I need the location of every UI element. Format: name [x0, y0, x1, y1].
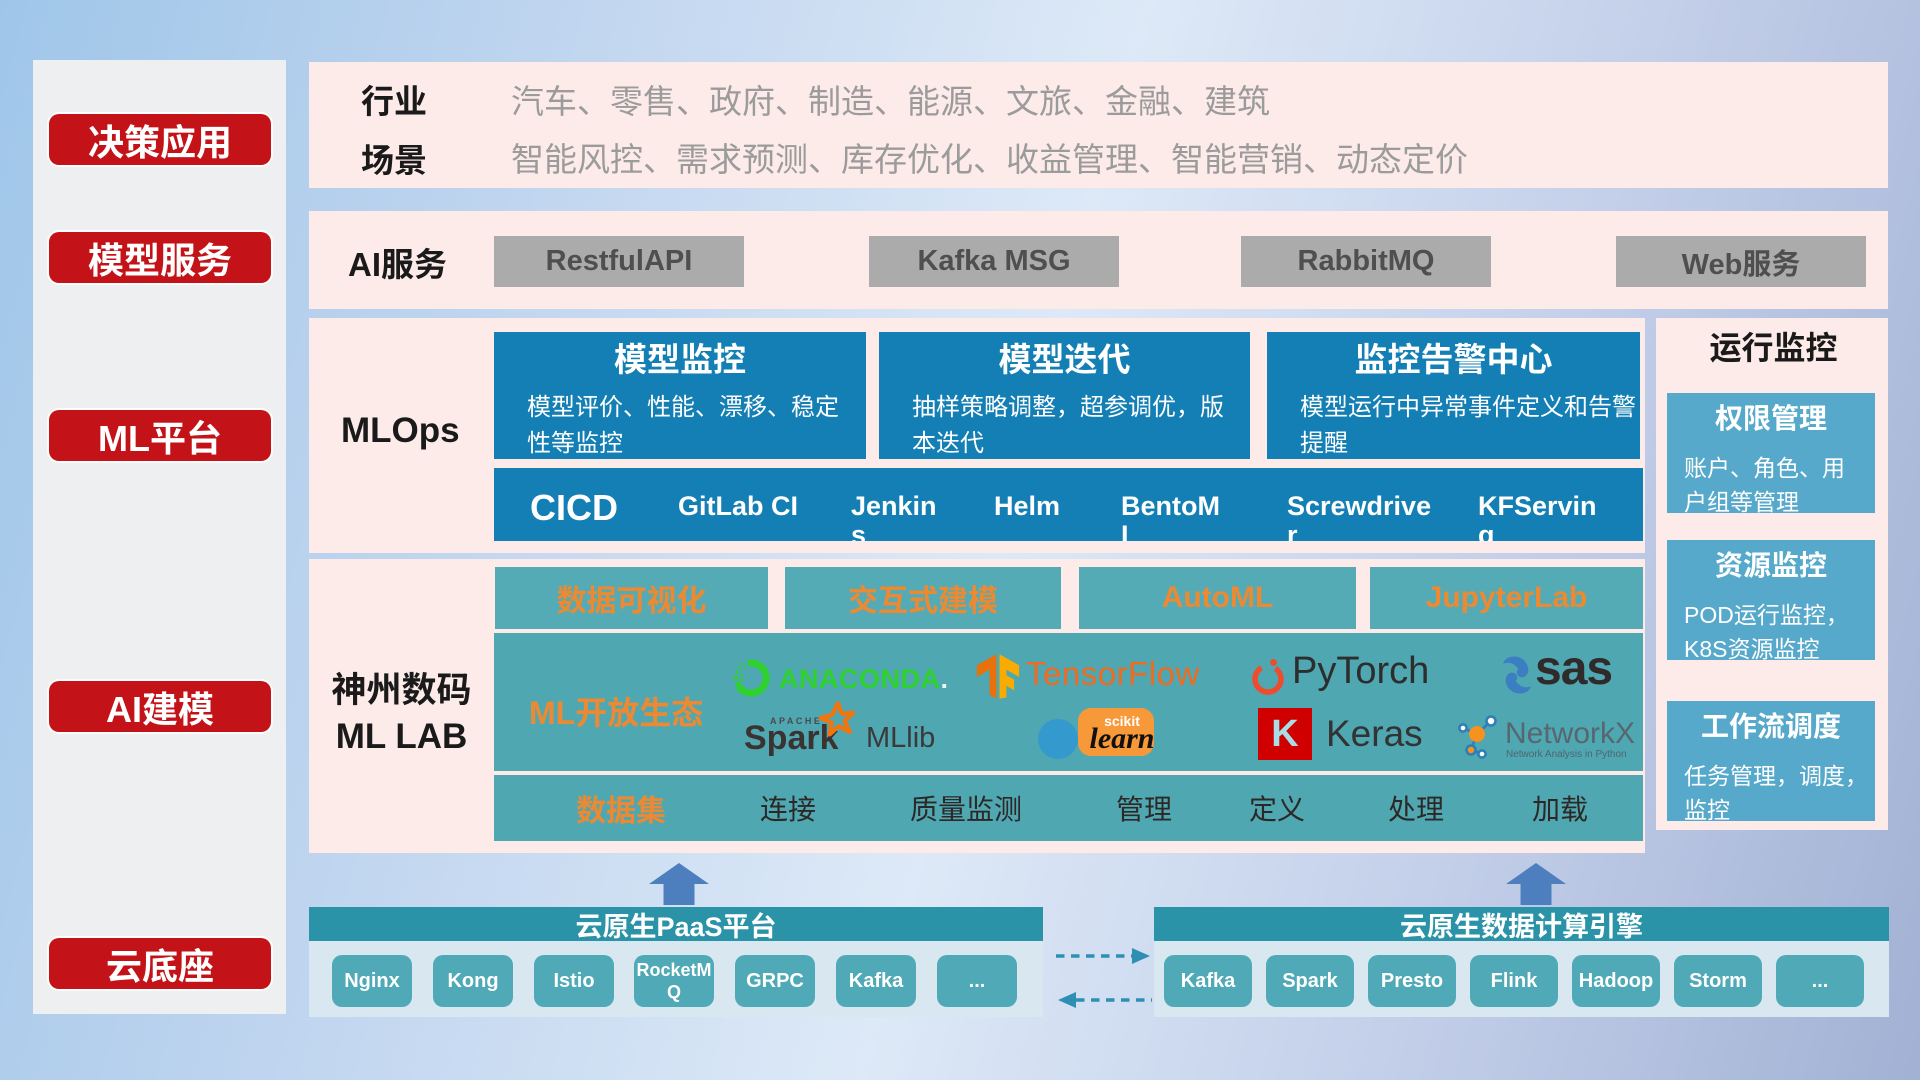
svg-text:scikit: scikit — [1104, 713, 1140, 729]
svg-text:learn: learn — [1089, 722, 1154, 755]
